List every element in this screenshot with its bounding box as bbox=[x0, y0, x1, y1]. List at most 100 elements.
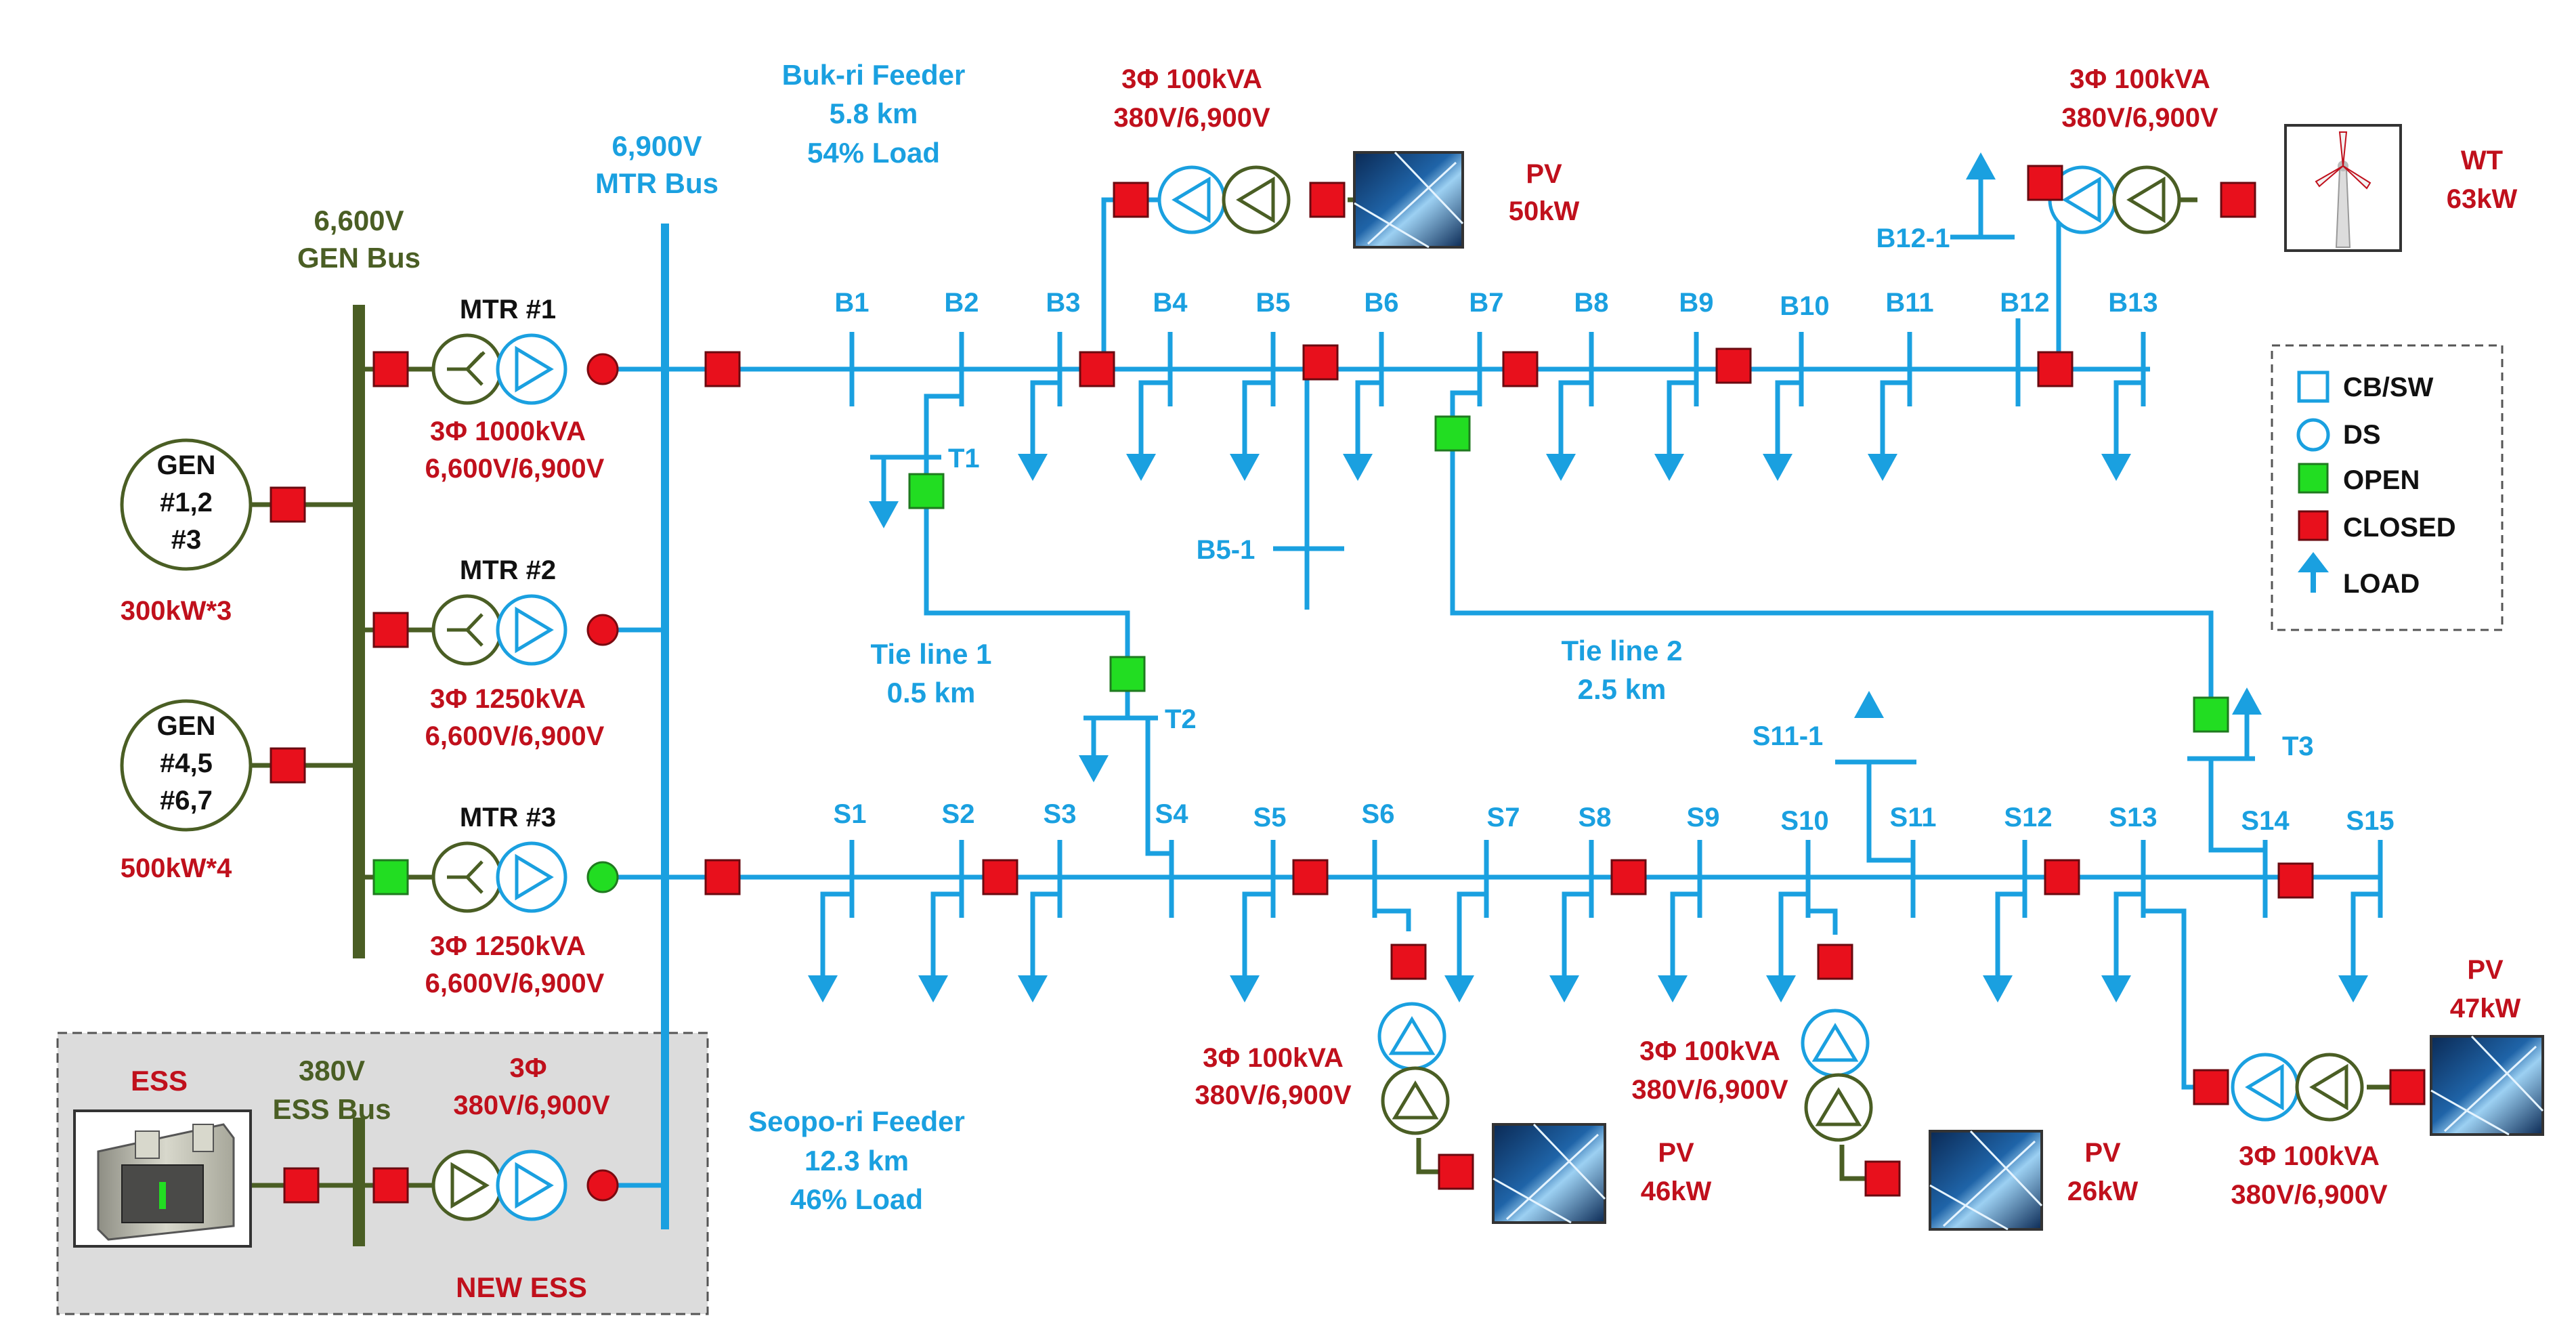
legend-ds: DS bbox=[2343, 420, 2381, 450]
xfmr-s6-rating: 3Φ 100kVA bbox=[1203, 1043, 1344, 1073]
breaker-icon[interactable] bbox=[372, 612, 409, 648]
mtr-bus-voltage: 6,900V bbox=[611, 130, 702, 162]
b-bus-labels: B1 B2 B3 B4 B5 B6 B7 B8 B9 B10 B11 B12 B… bbox=[834, 224, 2158, 565]
bus-label: S3 bbox=[1044, 799, 1077, 829]
legend-cb: CB/SW bbox=[2343, 373, 2434, 402]
mtr1-rating: 3Φ 1000kVA bbox=[430, 417, 586, 446]
gen-bus-name: GEN Bus bbox=[297, 242, 421, 274]
mtr3-voltage: 6,600V/6,900V bbox=[425, 969, 605, 998]
breaker-icon[interactable] bbox=[2027, 165, 2063, 201]
gen2-line1: GEN bbox=[157, 711, 216, 741]
ess-bus-name: ESS Bus bbox=[272, 1093, 391, 1125]
pv-panel-icon bbox=[1353, 151, 1464, 249]
breaker-icon[interactable] bbox=[1502, 351, 1539, 387]
legend-closed: CLOSED bbox=[2343, 513, 2456, 543]
breaker-icon[interactable] bbox=[1113, 182, 1149, 218]
breaker-icon[interactable] bbox=[1715, 347, 1752, 384]
breaker-icon[interactable] bbox=[1434, 415, 1471, 452]
pv-s6-name: PV bbox=[1658, 1138, 1694, 1168]
t2-label: T2 bbox=[1165, 704, 1197, 734]
breaker-icon[interactable] bbox=[2193, 696, 2229, 733]
mtr1-voltage: 6,600V/6,900V bbox=[425, 454, 605, 484]
bus-label: S15 bbox=[2346, 806, 2394, 836]
breaker-icon[interactable] bbox=[1302, 344, 1339, 381]
breaker-icon[interactable] bbox=[270, 747, 306, 784]
bus-label: S14 bbox=[2241, 806, 2290, 836]
breaker-icon[interactable] bbox=[1817, 944, 1853, 980]
gen-bus-voltage: 6,600V bbox=[314, 205, 404, 236]
transformer-icon bbox=[431, 333, 567, 405]
bus-label: S7 bbox=[1487, 803, 1520, 832]
breaker-icon[interactable] bbox=[2193, 1069, 2229, 1105]
bus-label: S10 bbox=[1780, 806, 1828, 836]
seopori-feeder-load: 46% Load bbox=[790, 1183, 923, 1215]
breaker-icon[interactable] bbox=[270, 486, 306, 523]
mtr-bus-name: MTR Bus bbox=[595, 167, 718, 199]
breaker-icon[interactable] bbox=[982, 859, 1018, 895]
breaker-icon[interactable] bbox=[372, 1167, 409, 1204]
pv-b3-rating: 50kW bbox=[1509, 196, 1580, 226]
breaker-icon[interactable] bbox=[1079, 351, 1115, 387]
bus-label: S12 bbox=[2004, 803, 2052, 832]
breaker-icon[interactable] bbox=[1438, 1154, 1474, 1190]
pv-s6-rating: 46kW bbox=[1641, 1177, 1712, 1206]
breaker-icon[interactable] bbox=[1292, 859, 1329, 895]
gen2-line2: #4,5 bbox=[160, 748, 213, 778]
ds-switch-icon[interactable] bbox=[586, 353, 619, 385]
breaker-icon[interactable] bbox=[372, 859, 409, 895]
wind-turbine-icon bbox=[2284, 124, 2402, 252]
mtr2-rating: 3Φ 1250kVA bbox=[430, 684, 586, 714]
bus-label: B5 bbox=[1255, 288, 1290, 318]
ds-switch-icon[interactable] bbox=[586, 861, 619, 893]
transformer-icon bbox=[431, 841, 567, 913]
legend-open: OPEN bbox=[2343, 465, 2420, 495]
load-arrows bbox=[808, 152, 2380, 1002]
breaker-icon[interactable] bbox=[1390, 944, 1427, 980]
bus-label: B1 bbox=[834, 288, 869, 318]
ds-switch-icon[interactable] bbox=[586, 614, 619, 646]
bus-label: B10 bbox=[1780, 291, 1829, 321]
transformer-icon bbox=[2048, 165, 2181, 234]
bus-label: B12-1 bbox=[1876, 224, 1950, 253]
breaker-icon[interactable] bbox=[1309, 182, 1346, 218]
breaker-icon[interactable] bbox=[1864, 1160, 1901, 1197]
breaker-icon[interactable] bbox=[1610, 859, 1647, 895]
breaker-icon[interactable] bbox=[704, 351, 741, 387]
xfmr-ess-voltage: 380V/6,900V bbox=[453, 1091, 610, 1120]
s-bus-labels: S1 S2 S3 S4 S5 S6 S7 S8 S9 S10 S11 S12 S… bbox=[834, 721, 2395, 836]
bus-label: S13 bbox=[2109, 803, 2157, 832]
breaker-icon[interactable] bbox=[2389, 1069, 2426, 1105]
breaker-icon[interactable] bbox=[283, 1167, 320, 1204]
pv-panel-icon bbox=[1929, 1130, 2043, 1231]
tie2-name: Tie line 2 bbox=[1562, 635, 1683, 666]
gen2-rating: 500kW*4 bbox=[121, 853, 232, 883]
t1-label: T1 bbox=[948, 444, 980, 473]
breakers bbox=[270, 165, 2426, 1204]
generator-1 bbox=[120, 438, 253, 571]
mtr3-rating: 3Φ 1250kVA bbox=[430, 931, 586, 961]
ds-switch-icon[interactable] bbox=[586, 1169, 619, 1202]
pv-panel-icon bbox=[1492, 1123, 1606, 1224]
breaker-icon[interactable] bbox=[2277, 862, 2314, 899]
breaker-icon[interactable] bbox=[704, 859, 741, 895]
breaker-icon[interactable] bbox=[2037, 351, 2074, 387]
xfmr-s13-voltage: 380V/6,900V bbox=[2231, 1180, 2388, 1210]
breaker-icon[interactable] bbox=[372, 351, 409, 387]
xfmr-b3-voltage: 380V/6,900V bbox=[1113, 103, 1270, 133]
breaker-icon[interactable] bbox=[908, 473, 945, 509]
bukri-feeder-name: Buk-ri Feeder bbox=[782, 59, 966, 91]
pv-side-lines bbox=[1348, 197, 2407, 1181]
ess-bus-voltage: 380V bbox=[299, 1055, 365, 1086]
bukri-feeder-length: 5.8 km bbox=[830, 98, 918, 129]
breaker-icon[interactable] bbox=[2044, 859, 2080, 895]
transformer-icon bbox=[431, 1149, 567, 1221]
xfmr-s10-voltage: 380V/6,900V bbox=[1631, 1075, 1788, 1105]
pv-panel-icon bbox=[2430, 1035, 2544, 1136]
breaker-icon[interactable] bbox=[1109, 656, 1146, 692]
tie1-name: Tie line 1 bbox=[871, 638, 992, 670]
xfmr-wt-voltage: 380V/6,900V bbox=[2061, 103, 2218, 133]
bus-label: S1 bbox=[834, 799, 867, 829]
breaker-icon[interactable] bbox=[2220, 182, 2256, 218]
bus-label: B8 bbox=[1574, 288, 1608, 318]
pv-b3-name: PV bbox=[1526, 159, 1562, 189]
